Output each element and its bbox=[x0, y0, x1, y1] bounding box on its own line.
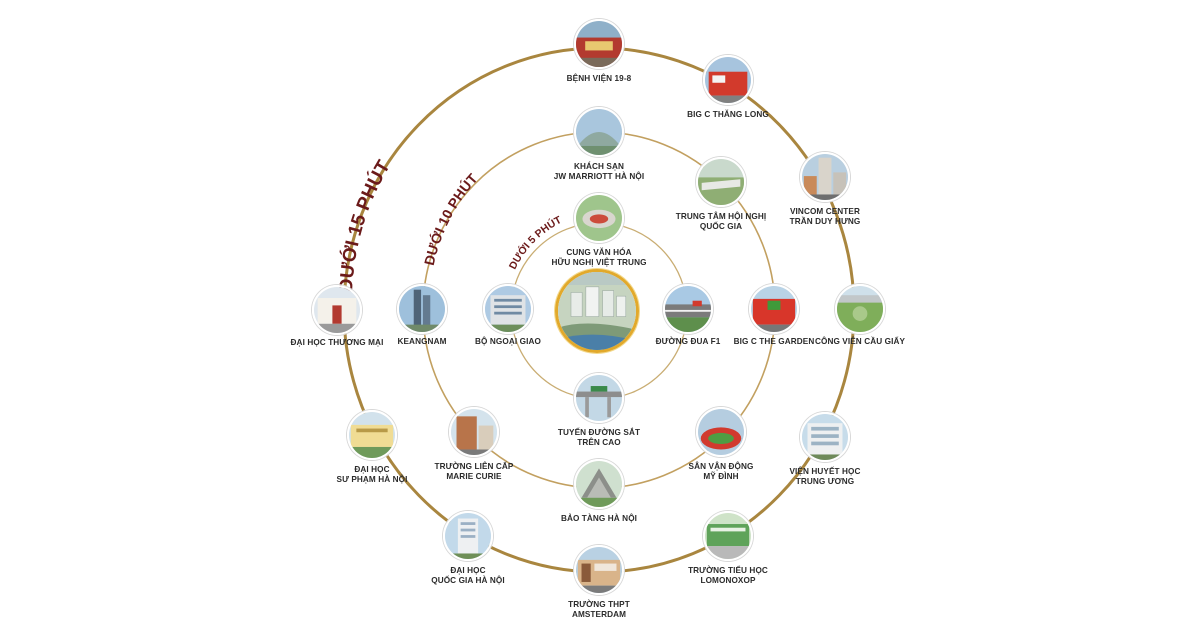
khach-san-marriott-photo bbox=[574, 107, 624, 157]
cung-van-hoa-photo bbox=[574, 193, 624, 243]
outer-ring-title: DƯỚI 15 PHÚT bbox=[336, 157, 395, 293]
benh-vien-19-8-photo bbox=[574, 19, 624, 69]
san-van-dong-my-dinh-photo bbox=[696, 407, 746, 457]
truong-lien-cap-marie-curie-photo bbox=[449, 407, 499, 457]
dai-hoc-quoc-gia-photo bbox=[443, 511, 493, 561]
middle-ring-title: DƯỚI 10 PHÚT bbox=[421, 170, 481, 267]
big-c-the-garden-photo bbox=[749, 284, 799, 334]
big-c-thang-long-label: BIG C THĂNG LONG bbox=[687, 110, 769, 119]
duong-dua-f1-photo bbox=[663, 284, 713, 334]
bo-ngoai-giao-photo bbox=[483, 284, 533, 334]
bao-tang-ha-noi-photo bbox=[574, 459, 624, 509]
tuyen-duong-sat-photo bbox=[574, 373, 624, 423]
truong-tieu-hoc-lomonoxop-photo bbox=[703, 511, 753, 561]
vincom-center-photo bbox=[800, 152, 850, 202]
dai-hoc-thuong-mai-label: ĐẠI HỌC THƯƠNG MẠI bbox=[290, 338, 384, 347]
truong-thpt-amsterdam-photo bbox=[574, 545, 624, 595]
big-c-the-garden-label: BIG C THE GARDEN bbox=[733, 337, 815, 346]
keangnam-photo bbox=[397, 284, 447, 334]
trung-tam-hoi-nghi-photo bbox=[696, 157, 746, 207]
bao-tang-ha-noi-label: BẢO TÀNG HÀ NỘI bbox=[560, 514, 638, 523]
cong-vien-cau-giay-label: CÔNG VIÊN CẦU GIẤY bbox=[814, 337, 906, 346]
bo-ngoai-giao-label: BỘ NGOẠI GIAO bbox=[475, 337, 541, 346]
keangnam-label: KEANGNAM bbox=[397, 337, 447, 346]
cong-vien-cau-giay-photo bbox=[835, 284, 885, 334]
duong-dua-f1-label: ĐƯỜNG ĐUA F1 bbox=[655, 337, 721, 346]
vien-huyet-hoc-photo bbox=[800, 412, 850, 462]
project-aerial-image bbox=[555, 269, 639, 353]
benh-vien-19-8-label: BỆNH VIỆN 19-8 bbox=[566, 74, 632, 83]
dai-hoc-thuong-mai-photo bbox=[312, 285, 362, 335]
big-c-thang-long-photo bbox=[703, 55, 753, 105]
dai-hoc-su-pham-photo bbox=[347, 410, 397, 460]
